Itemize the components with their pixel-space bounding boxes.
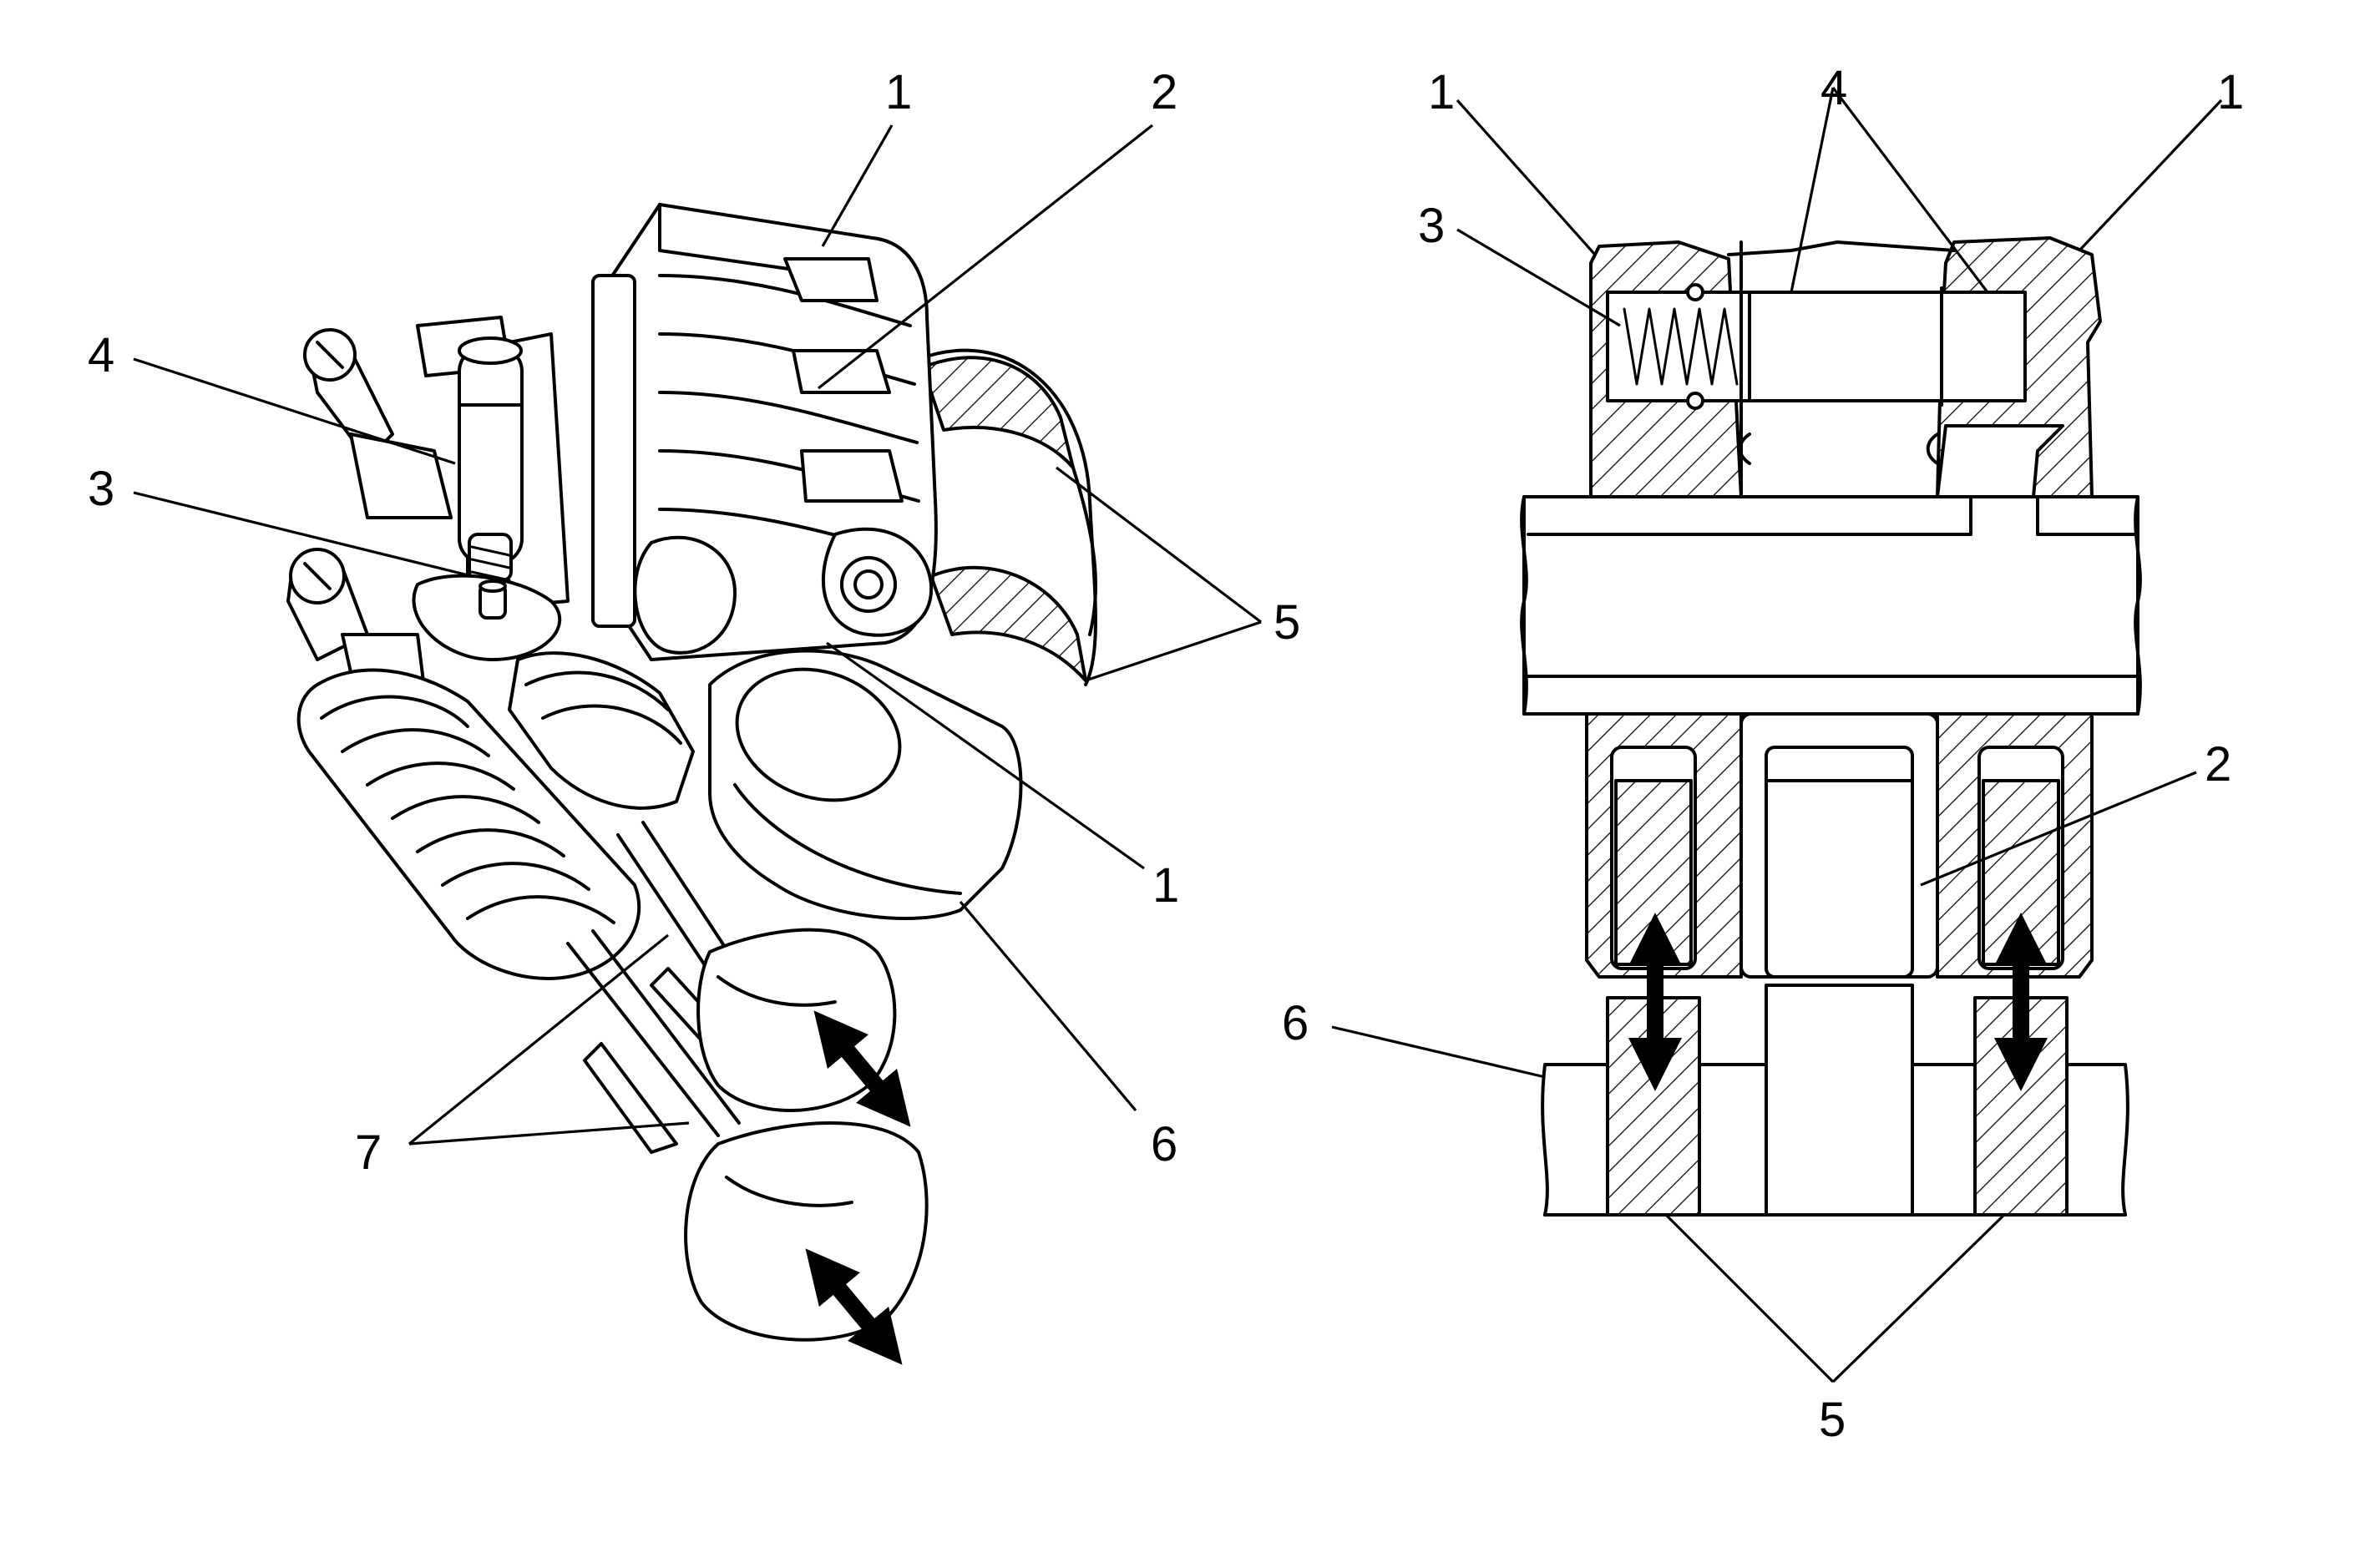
valve-motion-arrow-lower bbox=[805, 1248, 903, 1365]
leader-r6 bbox=[1331, 1025, 1546, 1079]
left-view: 1 2 4 3 5 1 6 7 bbox=[88, 65, 1300, 1365]
leader-r5a bbox=[1664, 1213, 1835, 1383]
callout-3: 3 bbox=[88, 462, 114, 516]
callout-6: 6 bbox=[1151, 1117, 1177, 1171]
leader-r4a bbox=[1790, 87, 1835, 293]
leader-6 bbox=[959, 900, 1137, 1112]
callout-4: 4 bbox=[88, 328, 114, 382]
leader-5b bbox=[1085, 620, 1262, 682]
camshaft-lobes bbox=[917, 348, 1098, 686]
callout-r1-left: 1 bbox=[1428, 65, 1455, 119]
callout-1-bottom: 1 bbox=[1152, 858, 1179, 913]
callout-5: 5 bbox=[1274, 595, 1300, 650]
locking-pin-assembly bbox=[412, 336, 562, 661]
leader-r5b bbox=[1831, 1213, 2006, 1383]
rocker-arm-body bbox=[416, 203, 938, 661]
callout-1-top: 1 bbox=[885, 65, 912, 119]
callout-7: 7 bbox=[355, 1126, 382, 1180]
callout-r6: 6 bbox=[1282, 996, 1309, 1050]
valve-adjusters bbox=[286, 328, 453, 711]
leader-r3 bbox=[1456, 228, 1621, 327]
leader-1-top bbox=[821, 124, 894, 247]
rocker-cross-section-bottom bbox=[1585, 712, 2094, 979]
leader-1-bottom bbox=[826, 641, 1145, 870]
valve-springs bbox=[296, 651, 695, 980]
rocker-shaft bbox=[1520, 495, 2142, 716]
leader-r1-left bbox=[1456, 99, 1597, 256]
right-view: 1 4 1 3 2 6 5 bbox=[1282, 61, 2244, 1447]
leader-7a bbox=[408, 933, 670, 1146]
callout-r5: 5 bbox=[1819, 1393, 1846, 1447]
valve-tips bbox=[1541, 984, 2129, 1217]
leader-5a bbox=[1056, 466, 1262, 624]
leader-3 bbox=[133, 491, 473, 578]
lash-adjuster-cylinder bbox=[708, 649, 1023, 920]
leader-r1-right bbox=[2078, 99, 2223, 252]
leader-7b bbox=[408, 1121, 690, 1146]
rocker-cross-section-top bbox=[1589, 236, 2102, 498]
callout-2: 2 bbox=[1151, 65, 1177, 119]
callout-r1-right: 1 bbox=[2217, 65, 2244, 119]
callout-r4: 4 bbox=[1820, 61, 1847, 115]
leader-r4b bbox=[1831, 87, 1989, 293]
leader-4 bbox=[133, 357, 456, 465]
valve-motion-arrow-upper bbox=[813, 1010, 911, 1127]
callout-r2: 2 bbox=[2205, 737, 2231, 792]
callout-r3: 3 bbox=[1418, 199, 1445, 253]
leader-r2 bbox=[1920, 771, 2197, 887]
leader-2 bbox=[818, 124, 1153, 390]
